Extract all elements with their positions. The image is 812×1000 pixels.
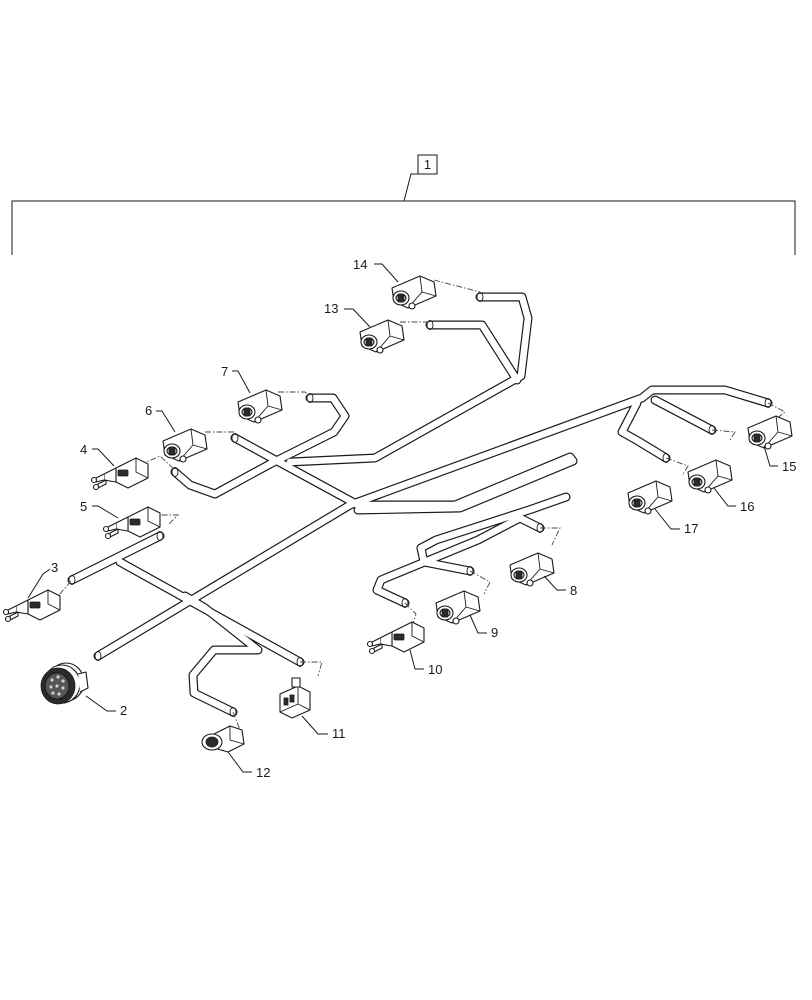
connector-17[interactable] — [627, 480, 673, 515]
connector-9[interactable] — [435, 590, 481, 625]
connector-14[interactable] — [391, 275, 437, 310]
alignment-lines — [51, 279, 786, 739]
connector-5[interactable] — [102, 506, 161, 540]
callout-9-label[interactable]: 9 — [491, 625, 498, 640]
callout-17-label[interactable]: 17 — [684, 521, 698, 536]
connector-13[interactable] — [359, 319, 405, 354]
connector-12[interactable] — [201, 725, 245, 753]
callout-3-label[interactable]: 3 — [51, 560, 58, 575]
callout-6-label[interactable]: 6 — [145, 403, 152, 418]
callout-12-label[interactable]: 12 — [256, 765, 270, 780]
callout-16-label[interactable]: 16 — [740, 499, 754, 514]
callout-1-label: 1 — [424, 157, 431, 172]
callout-10-label[interactable]: 10 — [428, 662, 442, 677]
connector-10[interactable] — [366, 621, 425, 655]
connector-16[interactable] — [687, 459, 733, 494]
callout-1[interactable]: 1 — [417, 154, 438, 175]
callout-2-label[interactable]: 2 — [120, 703, 127, 718]
connector-6[interactable] — [162, 428, 208, 463]
connector-2[interactable] — [40, 662, 89, 705]
callout-14-label[interactable]: 14 — [353, 257, 367, 272]
connector-7[interactable] — [237, 389, 283, 424]
callout-labels: 14 13 7 6 4 5 3 2 11 12 10 9 8 15 16 17 — [51, 257, 796, 780]
connector-15[interactable] — [747, 415, 793, 450]
connector-3[interactable] — [2, 589, 61, 623]
wire-harness — [67, 292, 773, 717]
callout-7-label[interactable]: 7 — [221, 364, 228, 379]
callout-13-label[interactable]: 13 — [324, 301, 338, 316]
callout-11-label[interactable]: 11 — [332, 726, 346, 741]
callout-8-label[interactable]: 8 — [570, 583, 577, 598]
leader-lines — [27, 263, 778, 773]
connector-4[interactable] — [90, 457, 149, 491]
connector-8[interactable] — [509, 552, 555, 587]
callout-15-label[interactable]: 15 — [782, 459, 796, 474]
assembly-bracket — [11, 173, 796, 255]
callout-4-label[interactable]: 4 — [80, 442, 87, 457]
callout-5-label[interactable]: 5 — [80, 499, 87, 514]
connector-11[interactable] — [279, 677, 311, 719]
